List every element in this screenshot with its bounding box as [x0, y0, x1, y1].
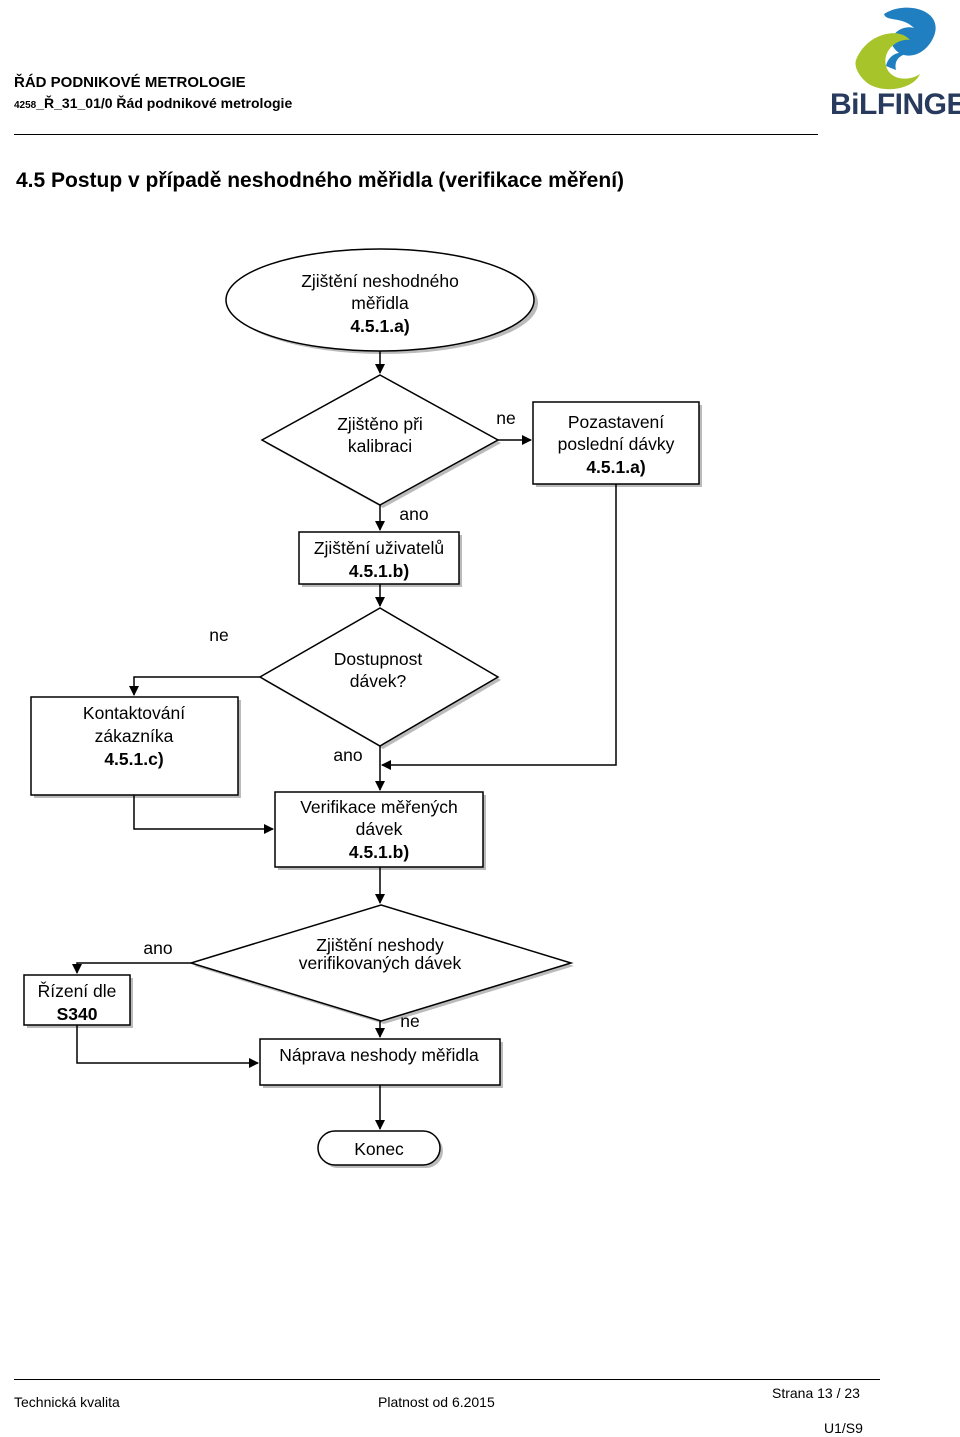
control-line2: S340: [57, 1004, 98, 1024]
verification-box: Verifikace měřených dávek 4.5.1.b): [274, 791, 486, 870]
footer-left: Technická kvalita: [14, 1394, 120, 1410]
document-number: 4258: [14, 100, 37, 111]
contact-box: Kontaktování zákazníka 4.5.1.c): [30, 696, 241, 798]
connectors: [72, 351, 617, 1130]
decision-availability-line2: dávek?: [350, 671, 407, 691]
footer-validity: Platnost od 6.2015: [378, 1394, 495, 1410]
label-ne-nonconformity: ne: [400, 1011, 419, 1031]
bilfinger-logo-icon: [855, 7, 936, 90]
contact-line2: zákazníka: [95, 726, 174, 746]
footer-page: Strana 13 / 23: [772, 1385, 860, 1401]
label-ano-nonconformity: ano: [143, 938, 172, 958]
decision-calibration-line2: kalibraci: [348, 436, 412, 456]
remedy-box: Náprava neshody měřidla: [259, 1038, 503, 1088]
decision-nonconformity: Zjištění neshody verifikovaných dávek: [188, 904, 574, 1024]
end-label: Konec: [354, 1139, 404, 1159]
contact-line3: 4.5.1.c): [104, 749, 163, 769]
users-line1: Zjištění uživatelů: [314, 538, 444, 558]
decision-calibration: Zjištěno při kalibraci: [260, 374, 501, 508]
label-ne-availability: ne: [209, 625, 228, 645]
arrow-nonconformity-ano: [72, 962, 191, 974]
footer-divider: [14, 1379, 880, 1380]
suspend-line1: Pozastavení: [568, 412, 664, 432]
decision-availability: Dostupnost dávek?: [258, 607, 501, 749]
end-node: Konec: [317, 1130, 443, 1168]
contact-line1: Kontaktování: [83, 703, 185, 723]
verification-line1: Verifikace měřených: [300, 797, 458, 817]
label-ano-calibration: ano: [399, 504, 428, 524]
suspend-box: Pozastavení poslední dávky 4.5.1.a): [532, 401, 702, 487]
arrow-availability-ne: [129, 676, 260, 696]
decision-nonconformity-line2: verifikovaných dávek: [299, 953, 462, 973]
suspend-line2: poslední dávky: [558, 434, 675, 454]
users-line2: 4.5.1.b): [349, 561, 409, 581]
decision-calibration-line1: Zjištěno při: [337, 414, 423, 434]
start-line3: 4.5.1.a): [350, 316, 409, 336]
remedy-line1: Náprava neshody měřidla: [279, 1045, 479, 1065]
section-title: 4.5 Postup v případě neshodného měřidla …: [16, 169, 625, 192]
decision-availability-line1: Dostupnost: [334, 649, 423, 669]
header-divider: [14, 134, 818, 135]
start-line2: měřidla: [351, 293, 409, 313]
arrow-suspend-to-verification: [381, 484, 617, 770]
label-ano-availability: ano: [333, 745, 362, 765]
verification-line3: 4.5.1.b): [349, 842, 409, 862]
footer-code: U1/S9: [824, 1420, 863, 1436]
start-node: Zjištění neshodného měřidla 4.5.1.a): [225, 248, 538, 354]
users-box: Zjištění uživatelů 4.5.1.b): [298, 531, 462, 587]
decision-nonconformity-line1: Zjištění neshody: [316, 935, 444, 955]
arrow-control-to-remedy: [76, 1025, 259, 1068]
start-line1: Zjištění neshodného: [301, 271, 459, 291]
control-line1: Řízení dle: [38, 981, 117, 1001]
document-code-text: _Ř_31_01/0 Řád podnikové metrologie: [36, 95, 293, 111]
label-ne-calibration: ne: [496, 408, 515, 428]
logo-text: BiLFINGER: [830, 88, 960, 121]
verification-line2: dávek: [356, 819, 403, 839]
control-box: Řízení dle S340: [23, 974, 133, 1028]
suspend-line3: 4.5.1.a): [586, 457, 645, 477]
document-code: 4258_Ř_31_01/0 Řád podnikové metrologie: [14, 95, 292, 111]
document-title: ŘÁD PODNIKOVÉ METROLOGIE: [14, 74, 246, 91]
arrow-contact-to-verification: [133, 795, 274, 834]
